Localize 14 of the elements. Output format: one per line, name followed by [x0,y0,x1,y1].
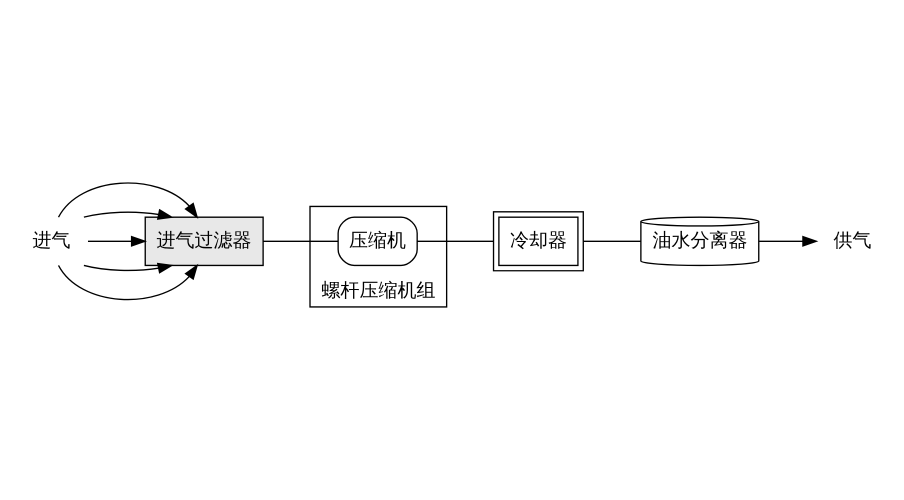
connector [263,240,338,242]
node-box: 冷却器 [492,211,584,272]
connector [584,240,641,242]
connector [417,240,493,242]
arrow [58,182,198,219]
arrow [759,236,818,247]
arrow [84,262,174,274]
node-text: 供气 [834,230,872,252]
node-text: 进气 [32,230,70,252]
arrow [58,264,198,300]
node-box: 进气过滤器 [144,216,264,266]
arrow [88,236,148,247]
node-box: 压缩机 [337,216,418,266]
arrow [84,208,174,220]
